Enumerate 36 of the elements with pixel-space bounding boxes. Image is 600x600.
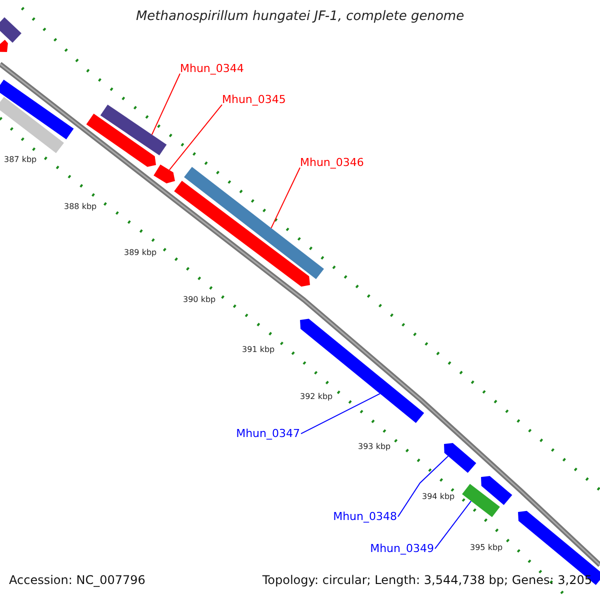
gene-label: Mhun_0348 <box>333 511 397 524</box>
scale-tick-label: 393 kbp <box>358 442 391 452</box>
leader-line <box>151 73 180 136</box>
diagram-title: Methanospirillum hungatei JF-1, complete genome <box>134 10 466 25</box>
gene-feature <box>154 164 175 184</box>
leader-line <box>300 393 380 434</box>
scale-tick-label: 388 kbp <box>64 202 97 212</box>
gene-label: Mhun_0347 <box>236 428 300 441</box>
gene-feature <box>86 114 156 167</box>
scale-tick-label: 394 kbp <box>422 492 455 502</box>
gene-label: Mhun_0346 <box>300 157 364 170</box>
gene-feature <box>0 17 22 43</box>
leader-line <box>270 167 300 229</box>
gene-feature <box>0 96 64 154</box>
scale-tick-label: 390 kbp <box>183 295 216 304</box>
gene-label: Mhun_0344 <box>180 63 244 76</box>
accession-text: Accession: NC_007796 <box>9 574 146 588</box>
gene-label: Mhun_0345 <box>222 94 286 107</box>
scale-tick-label: 387 kbp <box>4 155 37 164</box>
gene-feature <box>481 476 512 505</box>
scale-tick-label: 392 kbp <box>300 392 333 402</box>
leader-line <box>168 104 222 170</box>
gene-feature <box>462 484 500 518</box>
gene-feature <box>0 80 74 140</box>
gene-label: Mhun_0349 <box>370 543 434 556</box>
gene-feature <box>174 180 310 287</box>
gene-feature <box>0 40 8 52</box>
genome-summary-text: Topology: circular; Length: 3,544,738 bp; Genes: 3,205 <box>262 574 592 588</box>
leader-line <box>398 456 449 518</box>
gene-feature <box>100 104 167 156</box>
scale-tick-label: 395 kbp <box>470 543 503 552</box>
leader-line <box>434 500 472 550</box>
scale-tick-label: 391 kbp <box>242 345 275 354</box>
scale-tick-label: 389 kbp <box>124 248 157 258</box>
gene-feature <box>444 442 476 473</box>
gene-feature <box>300 318 424 424</box>
